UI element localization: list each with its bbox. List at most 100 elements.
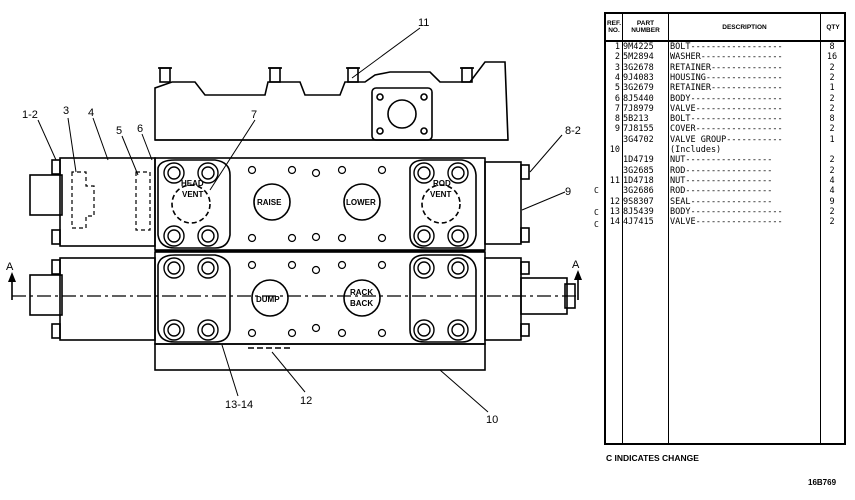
callout-1-2: 1-2	[22, 109, 38, 121]
parts-row: 3G2685 ROD-----------------2	[606, 166, 844, 176]
quantity: 1	[829, 83, 835, 94]
quantity: 2	[829, 217, 835, 228]
quantity: 2	[829, 206, 835, 217]
manifold-boss	[371, 87, 433, 141]
valve-assembly-drawing: 1-2 3 4 5 6 7 8-2 9 10 11 12 13-14 A A H…	[6, 17, 582, 426]
quantity: 4	[829, 175, 835, 186]
ref-no: 12	[609, 196, 620, 207]
callout-7: 7	[251, 109, 257, 121]
ref-no: 8	[614, 114, 620, 125]
base-plate	[154, 343, 486, 371]
right-upper-housing	[484, 161, 522, 245]
lower-right-cover	[409, 254, 477, 343]
lower-left-cover	[157, 254, 231, 343]
ref-no: 6	[614, 93, 620, 104]
ref-no: 4	[614, 72, 620, 83]
part-number: 3G2678	[623, 62, 654, 73]
description: NUT-----------------	[670, 175, 773, 186]
head-vent-cover	[157, 159, 231, 249]
quantity: 2	[829, 165, 835, 176]
part-number: 9S8307	[623, 196, 654, 207]
description: HOUSING---------------	[670, 72, 783, 83]
ref-no: 11	[609, 175, 620, 186]
part-number: 5M2894	[623, 52, 654, 63]
quantity: 1	[829, 134, 835, 145]
illustration-number: 16B769	[808, 478, 837, 487]
ref-no: 10	[609, 145, 620, 155]
description: VALVE-----------------	[670, 217, 783, 228]
quantity: 2	[829, 62, 835, 73]
rod-vent-cover	[409, 159, 477, 249]
parts-row: 3G2686 ROD-----------------4	[606, 186, 844, 196]
part-number: 8J5439	[623, 206, 654, 217]
description: COVER-----------------	[670, 124, 783, 135]
part-number: 9M4225	[623, 42, 654, 52]
description: NUT-----------------	[670, 155, 773, 166]
part-number: 3G4702	[623, 134, 654, 145]
ref-no: 13	[609, 206, 620, 217]
manifold-housing	[154, 61, 509, 141]
quantity: 2	[829, 103, 835, 114]
quantity: 16	[826, 52, 838, 63]
ref-no: 1	[614, 42, 620, 52]
header-qty: QTY	[826, 23, 840, 31]
ref-no: 5	[614, 83, 620, 94]
change-mark: C	[594, 208, 599, 217]
description: BODY------------------	[670, 93, 783, 104]
description: BOLT------------------	[670, 114, 783, 125]
ref-no: 9	[614, 124, 620, 135]
callout-13-14: 13-14	[225, 399, 253, 411]
ref-no: 7	[614, 103, 620, 114]
callout-8-2: 8-2	[565, 125, 581, 137]
ref-no: 14	[609, 217, 620, 228]
header-part-number: PART NUMBER	[631, 20, 660, 34]
callout-9: 9	[565, 186, 571, 198]
quantity: 2	[829, 72, 835, 83]
part-number: 3G2679	[623, 83, 654, 94]
section-label-right: A	[572, 259, 580, 271]
quantity: 4	[829, 186, 835, 197]
leader-lines	[37, 27, 566, 413]
change-mark: C	[594, 220, 599, 229]
ref-no: 3	[614, 62, 620, 73]
part-number: 7J8979	[623, 103, 654, 114]
dump-port	[251, 279, 289, 317]
rod-vent-label-1: ROD	[433, 179, 451, 188]
top-fittings	[158, 67, 474, 83]
description: RETAINER--------------	[670, 83, 783, 94]
part-number: 5B213	[623, 114, 649, 125]
callout-6: 6	[137, 123, 143, 135]
head-vent-label-2: VENT	[182, 190, 203, 199]
quantity: 8	[829, 114, 835, 125]
callout-10: 10	[486, 414, 498, 426]
left-lower-housing	[59, 257, 156, 341]
quantity: 2	[829, 124, 835, 135]
parts-row: 1D4719 NUT-----------------2	[606, 155, 844, 165]
description: VALVE GROUP-----------	[670, 134, 783, 145]
description: WASHER----------------	[670, 52, 783, 63]
ref-no: 2	[614, 52, 620, 63]
callout-4: 4	[88, 107, 94, 119]
tapped-holes	[247, 165, 387, 338]
description: BODY------------------	[670, 206, 783, 217]
part-number: 8J5440	[623, 93, 654, 104]
description: ROD-----------------	[670, 165, 773, 176]
rack-back-label-2: BACK	[350, 299, 373, 308]
quantity: 8	[829, 42, 835, 52]
part-number: 9J4083	[623, 72, 654, 83]
header-description: DESCRIPTION	[722, 23, 767, 31]
